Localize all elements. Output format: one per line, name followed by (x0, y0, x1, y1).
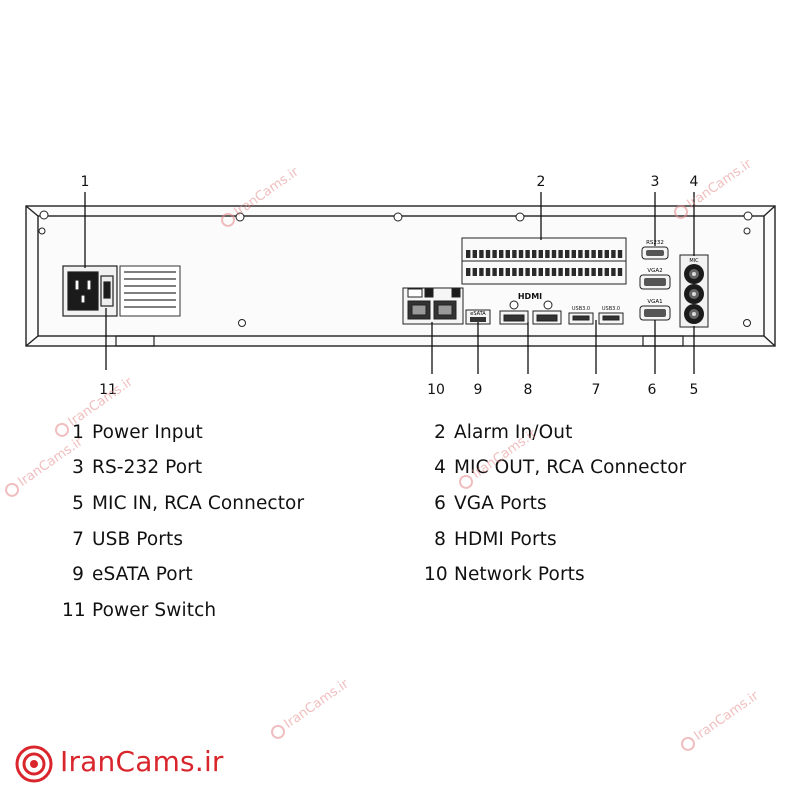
terminal-pin (571, 250, 576, 258)
leader-lines (84, 192, 695, 374)
callout-4: 4 (690, 174, 699, 190)
esata-label: eSATA (470, 311, 486, 317)
terminal-pin (512, 250, 517, 258)
terminal-pin (571, 268, 576, 276)
vga-ports: VGA2 VGA1 (639, 268, 671, 321)
callout-3: 3 (651, 174, 660, 190)
terminal-pin (499, 268, 504, 276)
terminal-pin (578, 250, 583, 258)
irancams-logo-icon (15, 745, 53, 783)
terminal-pin (545, 250, 550, 258)
callout-6: 6 (648, 382, 657, 398)
brand-name: IranCams.ir (60, 745, 224, 778)
mic-rca-connectors: MIC (679, 254, 709, 328)
terminal-pin (518, 250, 524, 258)
terminal-pin (591, 268, 596, 276)
terminal-pin (512, 268, 517, 276)
terminal-pin (617, 268, 623, 276)
callout-11: 11 (99, 382, 117, 398)
terminal-pin (584, 268, 590, 276)
terminal-pin (551, 268, 557, 276)
callout-7: 7 (592, 382, 601, 398)
terminal-pin (611, 268, 616, 276)
terminal-pin (565, 268, 570, 276)
terminal-pin (472, 268, 477, 276)
terminal-pin (492, 250, 497, 258)
terminal-pin (545, 268, 550, 276)
terminal-pin (525, 268, 530, 276)
callout-8: 8 (524, 382, 533, 398)
terminal-pin (565, 250, 570, 258)
watermark: IranCams.ir (677, 689, 762, 754)
terminal-pin (558, 268, 563, 276)
terminal-pin (525, 250, 530, 258)
terminal-pin (479, 250, 484, 258)
terminal-pin (617, 250, 623, 258)
terminal-pin (611, 250, 616, 258)
network-ports (402, 287, 464, 325)
terminal-pin (485, 250, 491, 258)
vga2-label: VGA2 (647, 268, 662, 274)
terminal-pin (558, 250, 563, 258)
rear-panel-diagram: eSATA HDMI USB3.0 USB3.0 RS232 VGA2 VGA1 (25, 174, 776, 398)
terminal-pin (492, 268, 497, 276)
terminal-pin (479, 268, 484, 276)
vga1-label: VGA1 (647, 299, 662, 305)
terminal-pin (518, 268, 524, 276)
terminal-pin (466, 250, 471, 258)
terminal-pin (551, 250, 557, 258)
terminal-pin (604, 250, 609, 258)
terminal-pin (532, 268, 537, 276)
terminal-pin (584, 250, 590, 258)
watermark: IranCams.ir (267, 677, 352, 742)
terminal-pin (538, 250, 543, 258)
usb-label-b: USB3.0 (602, 306, 620, 312)
alarm-terminal (461, 237, 627, 285)
terminal-pin (505, 250, 510, 258)
callout-5: 5 (690, 382, 699, 398)
terminal-pin (591, 250, 596, 258)
terminal-pin (598, 268, 603, 276)
mic-label: MIC (689, 258, 699, 264)
terminal-pin (472, 250, 477, 258)
callout-9: 9 (474, 382, 483, 398)
power-input (62, 265, 118, 317)
terminal-pin (505, 268, 510, 276)
hdmi-label: HDMI (518, 292, 542, 301)
hdmi-ports: HDMI (499, 292, 562, 325)
usb-label-a: USB3.0 (572, 306, 590, 312)
terminal-pin (578, 268, 583, 276)
chassis-feet (115, 335, 684, 347)
terminal-pin (466, 268, 471, 276)
terminal-pin (532, 250, 537, 258)
terminal-pin (499, 250, 504, 258)
terminal-pin (485, 268, 491, 276)
terminal-pin (538, 268, 543, 276)
callout-1: 1 (81, 174, 90, 190)
esata-port: eSATA (465, 309, 491, 325)
callout-10: 10 (427, 382, 445, 398)
terminal-pin (604, 268, 609, 276)
terminal-pin (598, 250, 603, 258)
vent-grille (119, 265, 181, 317)
callout-2: 2 (537, 174, 546, 190)
screws (38, 210, 753, 327)
usb-ports: USB3.0 USB3.0 (568, 306, 624, 325)
